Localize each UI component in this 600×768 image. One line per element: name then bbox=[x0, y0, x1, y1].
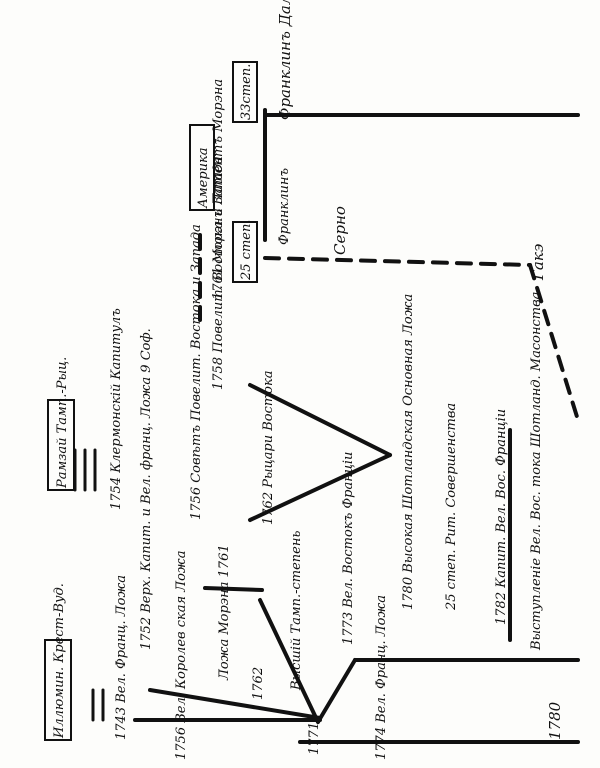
ramsay-box bbox=[47, 399, 75, 491]
franklin-dalcho-label: Франклинъ Далько де Грасъ Тильи bbox=[276, 0, 294, 120]
left-line-1762 bbox=[148, 688, 322, 720]
line-1773 bbox=[316, 658, 357, 724]
illuminati-box-label: Иллюмин. Крест-Вуд. bbox=[52, 583, 67, 739]
label-morin-1761: Ложа Морэна 1761 bbox=[217, 544, 232, 681]
deg33-box bbox=[232, 61, 258, 123]
america-box-label: Америка bbox=[196, 147, 211, 209]
cerneau-dashed bbox=[263, 256, 532, 267]
america-box bbox=[189, 124, 215, 211]
line-1752 bbox=[203, 586, 264, 592]
label-1782: 1782 Капит. Вел. Вос. Франціи bbox=[494, 409, 509, 625]
convergence-diagonal bbox=[258, 598, 320, 724]
v-upper-arm bbox=[248, 383, 392, 457]
gaco-dashed bbox=[528, 263, 580, 422]
label-scot25: 25 степ. Рит. Совершенства bbox=[444, 403, 459, 611]
label-1771: 1771 bbox=[307, 722, 322, 755]
cerneau-label: Серно bbox=[331, 206, 349, 255]
label-1780-scot: 1780 Высокая Шотландская Основная Ложа bbox=[401, 294, 416, 610]
label-1756-council: 1756 Совѣтъ Повелит. Востока и Запада bbox=[189, 224, 204, 520]
gaco-label: Гакэ bbox=[529, 244, 547, 281]
deg25-box-label: 25 степ. bbox=[239, 220, 254, 281]
label-1758: 1758 Повелит. Востока и Запада bbox=[211, 156, 226, 390]
label-1762-rich: 1762 Рыцари Востока bbox=[261, 370, 276, 525]
label-1754: 1754 Клермонскій Капитулъ bbox=[109, 308, 124, 510]
deg25-box bbox=[232, 221, 258, 283]
ramsay-box-label: Рамзай Тамп.-Рыц. bbox=[55, 357, 70, 489]
franklin-label: Франклинъ bbox=[277, 168, 292, 245]
label-templar-high: Высшій Тамп.-степень bbox=[289, 530, 304, 691]
label-1743: 1743 Вел. Франц. Ложа bbox=[114, 575, 129, 740]
label-1752: 1752 Верх. Капит. и Вел. франц. Ложа 9 С… bbox=[139, 328, 154, 650]
label-1756-kings: 1756 Вел. Королев ская Ложа bbox=[174, 551, 189, 760]
label-1761-morin: 1761 Морэнъ Патентъ Морэна bbox=[211, 79, 226, 300]
label-1774: 1774 Вел. Франц. Ложа bbox=[374, 595, 389, 760]
label-1773: 1773 Вел. Востокъ Франціи bbox=[341, 452, 356, 645]
deg33-box-label: 33степ. bbox=[239, 64, 254, 120]
label-scot-exit: Выступленіе Вел. Вос. тока Шотланд. Масо… bbox=[529, 292, 544, 651]
label-1762-left: 1762 bbox=[251, 667, 266, 700]
label-1780-bottom: 1780 bbox=[546, 701, 564, 740]
v-lower-arm bbox=[248, 453, 392, 522]
illuminati-box bbox=[44, 639, 72, 741]
